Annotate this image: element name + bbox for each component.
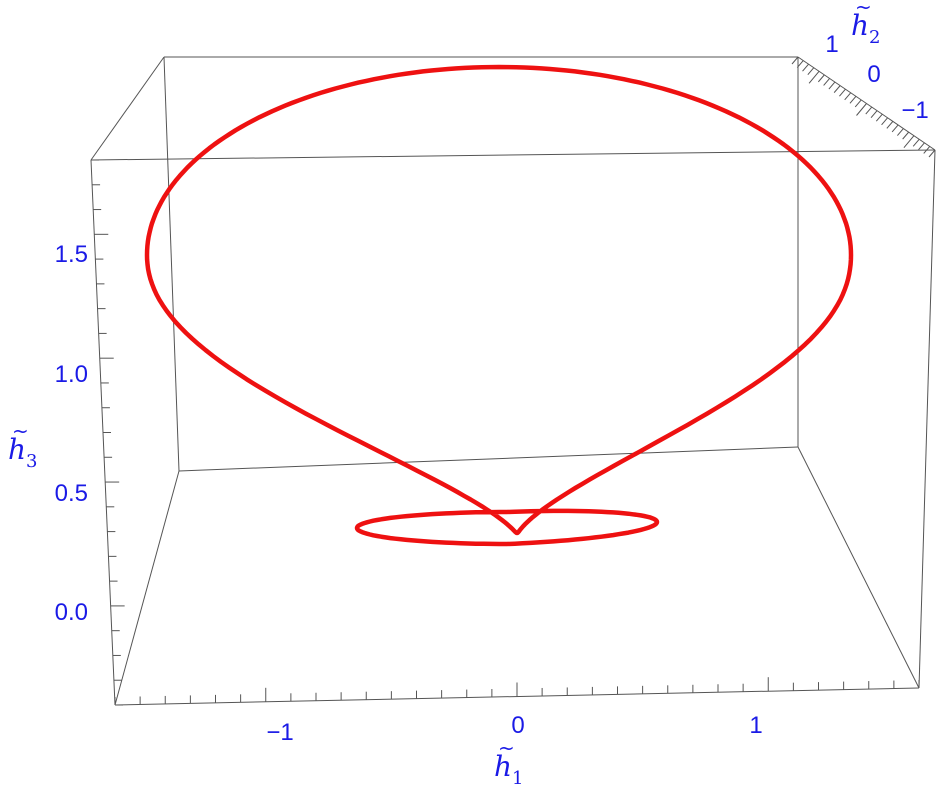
y-tick-mark: [912, 138, 920, 147]
box-edge: [114, 470, 180, 706]
z-axis-label-tilde: ~: [12, 419, 29, 443]
y-tick-mark: [870, 110, 878, 118]
y-tick-mark: [833, 85, 841, 93]
box-edge: [178, 446, 799, 472]
box-edge: [163, 56, 180, 472]
box-edge: [797, 446, 920, 689]
x-axis-label-text: h: [494, 750, 512, 783]
y-tick-mark: [817, 74, 825, 83]
y-tick-mark: [854, 99, 862, 108]
y-tick-mark: [839, 88, 846, 97]
svg-text:h1: h1: [494, 750, 524, 789]
x-axis-label-subscript: 1: [512, 768, 523, 789]
bounding-box: [90, 56, 936, 706]
y-tick-mark: [828, 81, 836, 90]
y-axis-label-subscript: 2: [869, 27, 880, 48]
z-tick-label: 0.0: [55, 599, 88, 626]
z-axis-label-text: h: [8, 433, 26, 466]
y-tick-mark: [903, 135, 915, 149]
y-tick-mark: [928, 149, 936, 158]
x-tick-label: 1: [749, 712, 762, 739]
z-axis-label: h3 ~: [8, 419, 38, 472]
y-tick-mark: [802, 63, 809, 72]
y-tick-mark: [796, 60, 804, 68]
y-tick-label: 1: [825, 31, 838, 58]
y-tick-mark: [918, 142, 925, 151]
y-tick-mark: [891, 124, 899, 133]
z-axis-label-subscript: 3: [26, 451, 37, 472]
y-tick-mark: [881, 117, 888, 126]
y-axis-label-tilde: ~: [855, 0, 872, 19]
x-tick-label: 0: [511, 712, 524, 739]
box-edge: [918, 149, 936, 689]
z-tick-label: 1.0: [55, 361, 88, 388]
y-tick-mark: [902, 131, 910, 140]
y-tick-mark: [791, 56, 799, 65]
y-tick-mark: [849, 96, 857, 104]
x-axis-label-tilde: ~: [498, 736, 515, 760]
tick-marks: [91, 56, 936, 706]
y-axis-label: h2 ~: [851, 0, 881, 48]
y-tick-mark: [856, 103, 867, 116]
svg-text:h2: h2: [851, 9, 881, 48]
y-tick-label: 0: [867, 61, 880, 88]
y-tick-mark: [865, 106, 873, 115]
y-tick-mark: [808, 70, 820, 84]
y-tick-mark: [897, 128, 904, 136]
z-tick-label: 1.5: [55, 241, 88, 268]
y-axis-label-text: h: [851, 9, 869, 42]
y-tick-mark: [844, 92, 852, 101]
y-tick-mark: [886, 121, 894, 129]
box-edge: [90, 56, 165, 161]
y-tick-mark: [875, 113, 883, 122]
svg-text:h3: h3: [8, 433, 38, 472]
x-tick-label: −1: [266, 719, 293, 746]
box-edge: [90, 149, 936, 161]
y-tick-mark: [823, 78, 830, 86]
series-curve: [144, 64, 854, 547]
x-axis-label: h1 ~: [494, 736, 524, 789]
y-tick-mark: [807, 67, 815, 76]
z-tick-label: 0.5: [55, 480, 88, 507]
y-tick-mark: [923, 146, 931, 154]
y-tick-label: −1: [901, 97, 928, 124]
